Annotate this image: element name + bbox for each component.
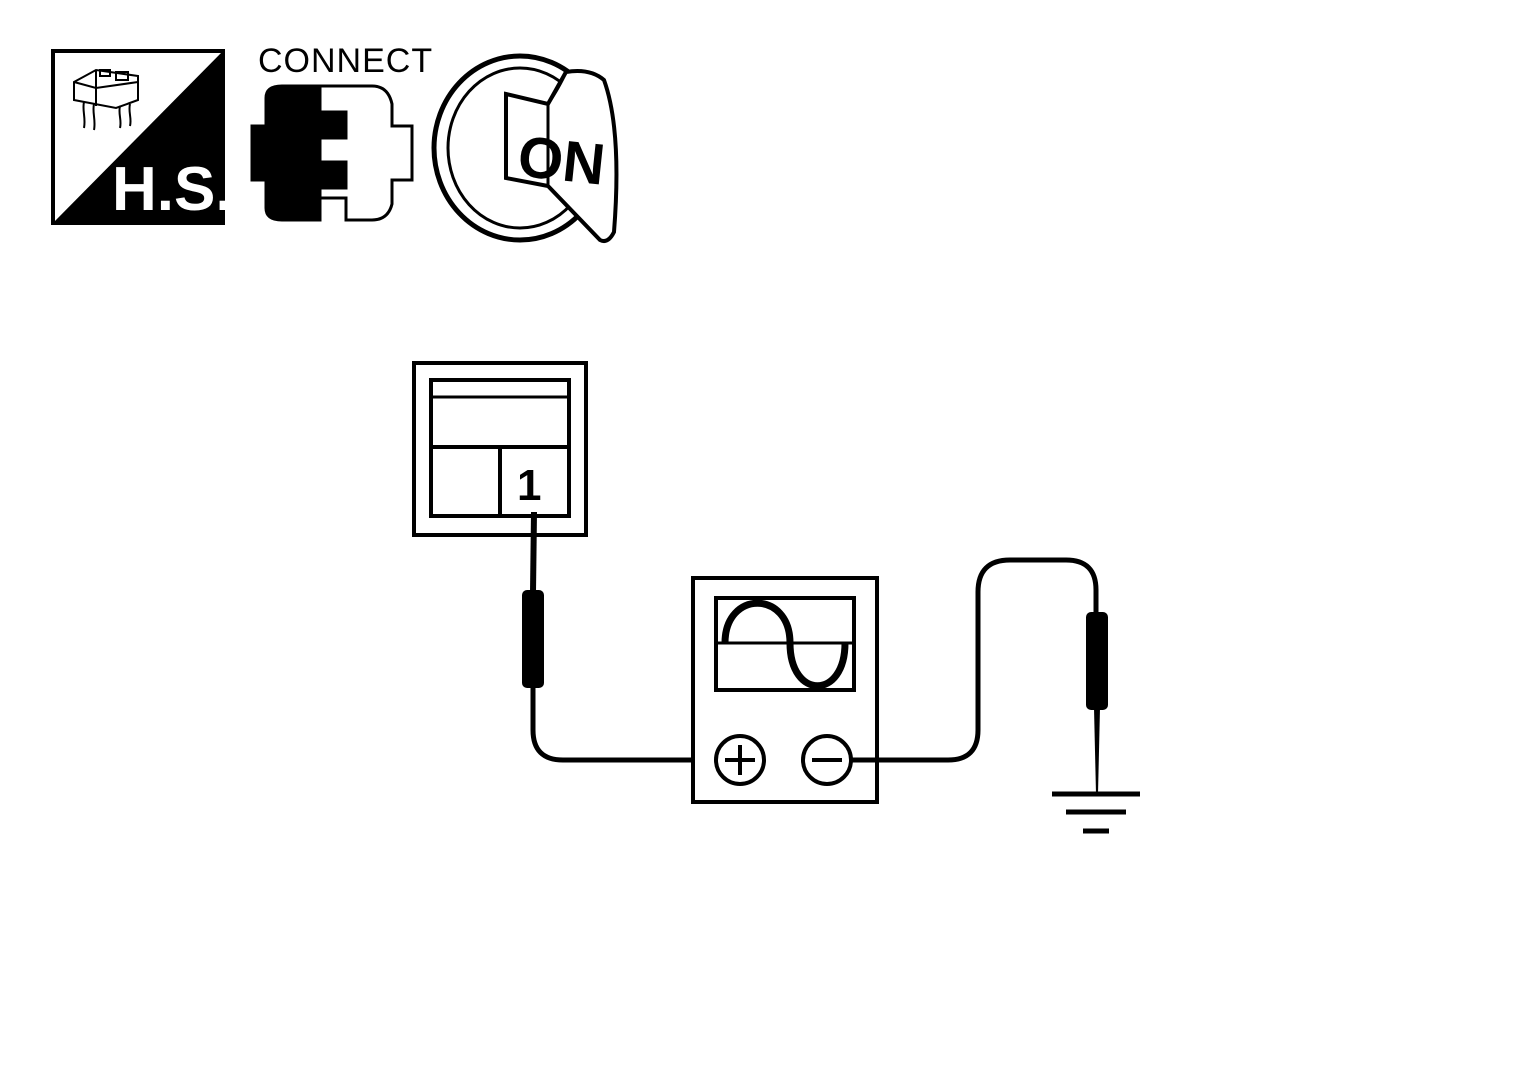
connector-female-icon (318, 84, 414, 222)
positive-terminal (714, 734, 766, 786)
negative-terminal (801, 734, 853, 786)
connector-male-icon (250, 84, 322, 222)
connector-sketch-icon (73, 68, 139, 131)
sine-wave-icon (721, 599, 849, 689)
ignition-key-icon: ON (431, 53, 619, 243)
harness-side-icon: H.S. (51, 49, 233, 225)
harness-connector: 1 (412, 361, 588, 537)
harness-side-label: H.S. (112, 155, 233, 224)
ignition-on-label: ON (515, 124, 608, 198)
terminal-1-label: 1 (517, 461, 541, 510)
connect-icon: CONNECT (250, 42, 433, 222)
negative-probe (851, 557, 1108, 794)
oscilloscope (691, 576, 879, 804)
connect-label: CONNECT (258, 42, 433, 80)
ground-icon (1052, 791, 1140, 834)
positive-probe (522, 512, 716, 763)
